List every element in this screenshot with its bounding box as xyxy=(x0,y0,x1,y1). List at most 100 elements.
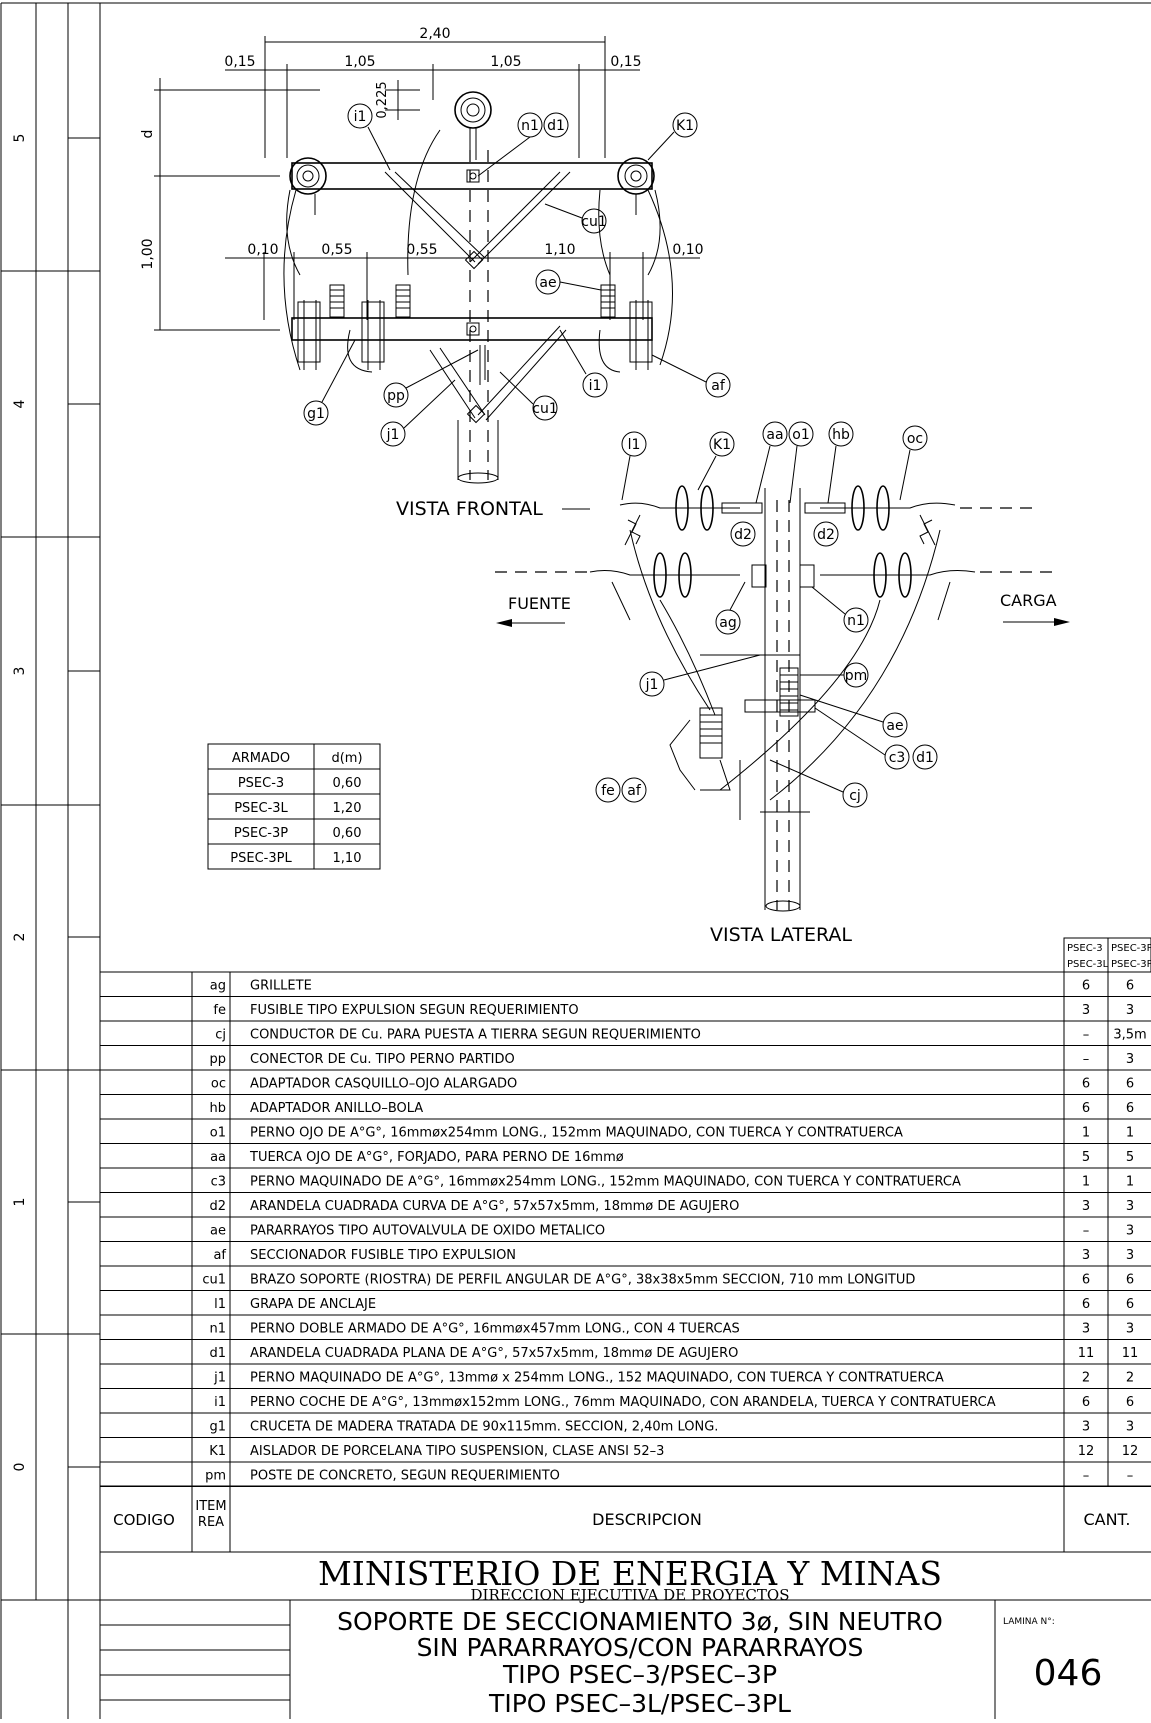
front-view: 2,40 0,15 1,05 1,05 0,15 0,225 d 1,00 xyxy=(140,26,731,520)
codigo-header: CODIGO xyxy=(113,1511,175,1529)
material-qty: 6 xyxy=(1082,1395,1090,1410)
material-qty: 3 xyxy=(1126,1322,1134,1337)
material-description: CONDUCTOR DE Cu. PARA PUESTA A TIERRA SE… xyxy=(250,1028,701,1043)
material-description: PERNO DOBLE ARMADO DE A°G°, 16mmøx457mm … xyxy=(250,1322,740,1337)
direction-subtitle: DIRECCION EJECUTIVA DE PROYECTOS xyxy=(471,1586,790,1604)
material-code: pm xyxy=(205,1469,226,1484)
drawing-title-line: TIPO PSEC–3L/PSEC–3PL xyxy=(488,1689,791,1718)
material-qty: – xyxy=(1083,1028,1090,1043)
material-description: SECCIONADOR FUSIBLE TIPO EXPULSION xyxy=(250,1248,516,1263)
material-description: PERNO MAQUINADO DE A°G°, 13mmø x 254mm L… xyxy=(250,1371,944,1386)
armado-cell: 1,10 xyxy=(333,851,362,866)
material-qty: 6 xyxy=(1126,1101,1134,1116)
callout-label: K1 xyxy=(676,118,694,134)
qty-header: PSEC-3P xyxy=(1111,943,1151,954)
armado-cell: PSEC-3PL xyxy=(230,851,292,866)
material-qty: 3 xyxy=(1126,1052,1134,1067)
armado-cell: 0,60 xyxy=(333,776,362,791)
material-qty: 12 xyxy=(1122,1444,1139,1459)
callout-label: l1 xyxy=(628,437,641,453)
load-label: CARGA xyxy=(1000,591,1057,610)
material-description: ARANDELA CUADRADA PLANA DE A°G°, 57x57x5… xyxy=(250,1346,738,1361)
dim-lower: 0,55 xyxy=(321,242,352,258)
material-qty: 3 xyxy=(1126,1199,1134,1214)
material-code: ag xyxy=(210,979,226,994)
lateral-upper-line xyxy=(619,485,1035,546)
descripcion-header: DESCRIPCION xyxy=(592,1510,702,1529)
material-description: PERNO COCHE DE A°G°, 13mmøx152mm LONG., … xyxy=(250,1395,996,1410)
material-qty: 1 xyxy=(1082,1126,1090,1141)
material-qty: 2 xyxy=(1126,1371,1134,1386)
material-qty: 6 xyxy=(1082,979,1090,994)
dim-vertical-small: 0,225 xyxy=(375,81,390,118)
zone-label: 1 xyxy=(12,1198,28,1207)
armado-header: d(m) xyxy=(331,751,362,766)
material-qty: 5 xyxy=(1082,1150,1090,1165)
callout-label: cu1 xyxy=(532,401,557,417)
material-qty: 6 xyxy=(1082,1101,1090,1116)
callout-label: c3 xyxy=(889,750,906,766)
material-description: FUSIBLE TIPO EXPULSION SEGUN REQUERIMIEN… xyxy=(250,1003,579,1018)
material-qty: 3 xyxy=(1082,1322,1090,1337)
callout-label: K1 xyxy=(713,437,731,453)
armado-table: ARMADO d(m) PSEC-3 0,60 PSEC-3L 1,20 PSE… xyxy=(207,743,381,870)
ministry-title: MINISTERIO DE ENERGIA Y MINAS xyxy=(318,1554,942,1593)
material-qty: 6 xyxy=(1082,1273,1090,1288)
dim-seg: 1,05 xyxy=(490,54,521,70)
callout-label: hb xyxy=(832,427,850,443)
callout-label: af xyxy=(627,783,642,799)
dim-lower: 1,10 xyxy=(544,242,575,258)
title-block: MINISTERIO DE ENERGIA Y MINAS DIRECCION … xyxy=(67,1554,1103,1719)
material-qty: – xyxy=(1127,1469,1134,1484)
material-code: d1 xyxy=(209,1346,226,1361)
material-code: oc xyxy=(211,1077,226,1092)
armado-header: ARMADO xyxy=(232,751,290,766)
material-description: PARARRAYOS TIPO AUTOVALVULA DE OXIDO MET… xyxy=(250,1224,605,1239)
material-code: l1 xyxy=(214,1297,226,1312)
material-code: o1 xyxy=(210,1126,226,1141)
callout-label: n1 xyxy=(847,613,865,629)
material-description: PERNO OJO DE A°G°, 16mmøx254mm LONG., 15… xyxy=(250,1126,903,1141)
front-upper-crossarm xyxy=(286,91,661,276)
front-callouts: i1 n1 d1 K1 cu1 ae af i1 cu1 pp j1 g1 xyxy=(303,103,731,447)
material-code: ae xyxy=(210,1224,226,1239)
zone-label: 5 xyxy=(12,134,28,143)
material-description: CONECTOR DE Cu. TIPO PERNO PARTIDO xyxy=(250,1052,515,1067)
lateral-callouts: l1 K1 aa o1 hb oc d2 d2 ag n1 j1 pm ae c… xyxy=(595,421,938,808)
material-description: AISLADOR DE PORCELANA TIPO SUSPENSION, C… xyxy=(250,1444,664,1459)
callout-label: i1 xyxy=(589,378,602,394)
material-description: ADAPTADOR ANILLO–BOLA xyxy=(250,1101,423,1116)
zone-label: 3 xyxy=(12,667,28,676)
dim-lower: 0,55 xyxy=(406,242,437,258)
lamina-label: LAMINA N°: xyxy=(1003,1617,1055,1627)
lateral-jumpers xyxy=(629,529,941,801)
material-code: n1 xyxy=(209,1322,226,1337)
lamina-number: 046 xyxy=(1034,1653,1103,1694)
front-lower-crossarm xyxy=(283,189,673,424)
zone-label: 2 xyxy=(12,933,28,942)
material-qty: 3 xyxy=(1082,1420,1090,1435)
material-qty: 6 xyxy=(1126,1273,1134,1288)
zone-labels: 5 4 3 2 1 0 xyxy=(12,134,28,1472)
dim-lower: 0,10 xyxy=(672,242,703,258)
armado-cell: PSEC-3P xyxy=(234,826,288,841)
material-description: CRUCETA DE MADERA TRATADA DE 90x115mm. S… xyxy=(250,1420,718,1435)
dim-d: d xyxy=(140,130,156,139)
material-qty: 3 xyxy=(1126,1420,1134,1435)
material-code: fe xyxy=(213,1003,226,1018)
material-qty: 6 xyxy=(1126,1297,1134,1312)
material-qty: 12 xyxy=(1078,1444,1095,1459)
material-description: POSTE DE CONCRETO, SEGUN REQUERIMIENTO xyxy=(250,1469,560,1484)
armado-cell: 0,60 xyxy=(333,826,362,841)
material-code: af xyxy=(213,1248,226,1263)
drawing-title-line: SIN PARARRAYOS/CON PARARRAYOS xyxy=(417,1633,864,1662)
callout-label: o1 xyxy=(792,427,809,443)
material-qty: 3 xyxy=(1082,1248,1090,1263)
callout-label: pm xyxy=(845,668,868,684)
item-header: ITEM xyxy=(195,1499,226,1514)
material-code: cu1 xyxy=(202,1273,226,1288)
material-qty: 3 xyxy=(1082,1199,1090,1214)
material-qty: 6 xyxy=(1126,979,1134,994)
